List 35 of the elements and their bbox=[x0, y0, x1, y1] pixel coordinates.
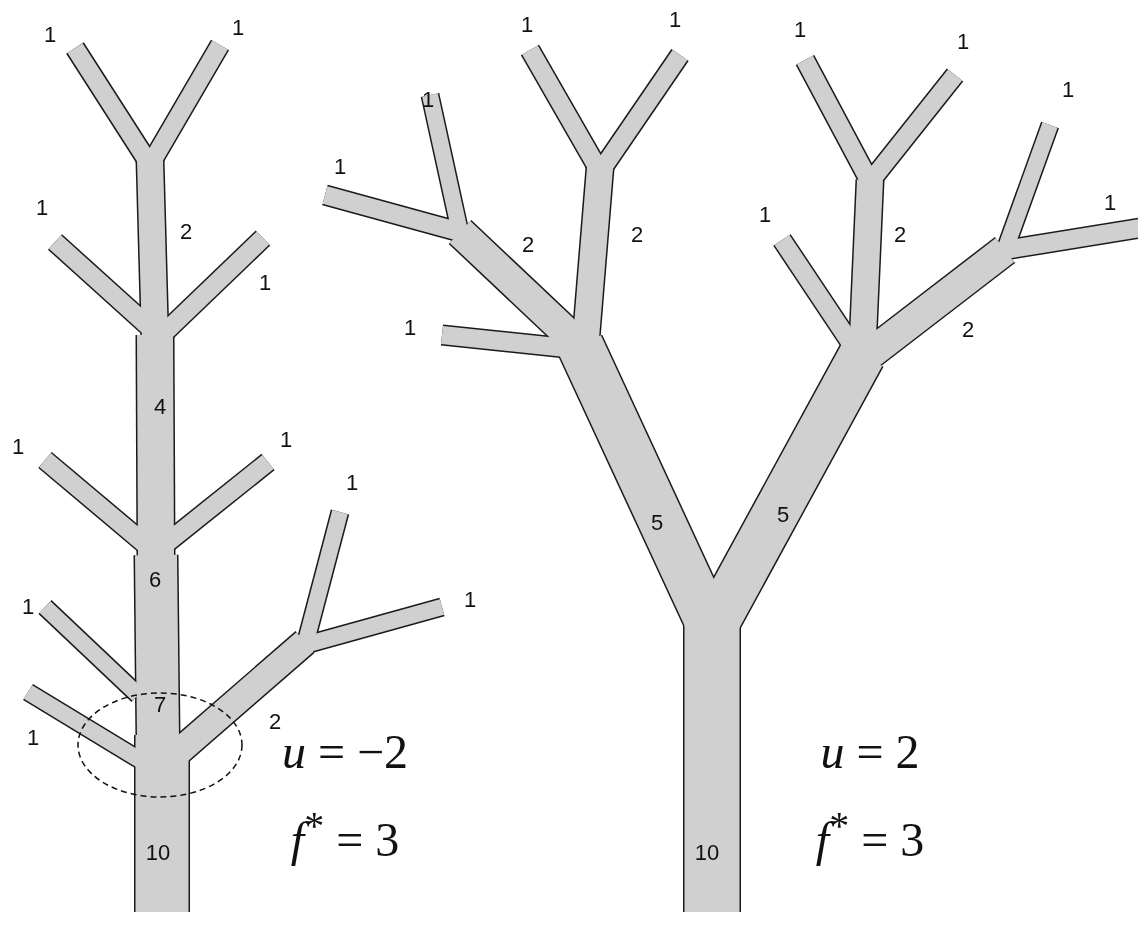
branch-number: 1 bbox=[758, 204, 772, 226]
branch-number: 1 bbox=[279, 429, 293, 451]
branch-number: 7 bbox=[153, 694, 167, 716]
branch-number: 2 bbox=[961, 319, 975, 341]
branch-number: 1 bbox=[520, 14, 534, 36]
branch-number: 1 bbox=[345, 472, 359, 494]
branch-number: 1 bbox=[43, 24, 57, 46]
branch-number: 1 bbox=[421, 89, 435, 111]
branch-number: 1 bbox=[1061, 79, 1075, 101]
branch-number: 1 bbox=[35, 197, 49, 219]
branch-number: 5 bbox=[650, 512, 664, 534]
branch-number: 1 bbox=[403, 317, 417, 339]
branch-number: 2 bbox=[893, 224, 907, 246]
branch-number: 1 bbox=[956, 31, 970, 53]
branch-number: 1 bbox=[26, 727, 40, 749]
branch-number: 2 bbox=[521, 234, 535, 256]
branch-number: 1 bbox=[11, 436, 25, 458]
branch-number: 10 bbox=[694, 842, 720, 864]
branch-number: 2 bbox=[268, 711, 282, 733]
branch-number: 5 bbox=[776, 504, 790, 526]
branch-number: 1 bbox=[333, 156, 347, 178]
branch-number: 1 bbox=[463, 589, 477, 611]
branch-number: 1 bbox=[231, 17, 245, 39]
branch-number: 1 bbox=[793, 19, 807, 41]
branch-number: 1 bbox=[1103, 192, 1117, 214]
branch-number: 2 bbox=[630, 224, 644, 246]
branch-number: 1 bbox=[668, 9, 682, 31]
branch-number: 6 bbox=[148, 569, 162, 591]
branch-number: 2 bbox=[179, 221, 193, 243]
branch-number: 1 bbox=[21, 596, 35, 618]
branch-number: 10 bbox=[145, 842, 171, 864]
branch-number: 4 bbox=[153, 396, 167, 418]
branch-number: 1 bbox=[258, 272, 272, 294]
formula: u = −2 bbox=[281, 728, 409, 776]
formula: u = 2 bbox=[820, 728, 920, 776]
